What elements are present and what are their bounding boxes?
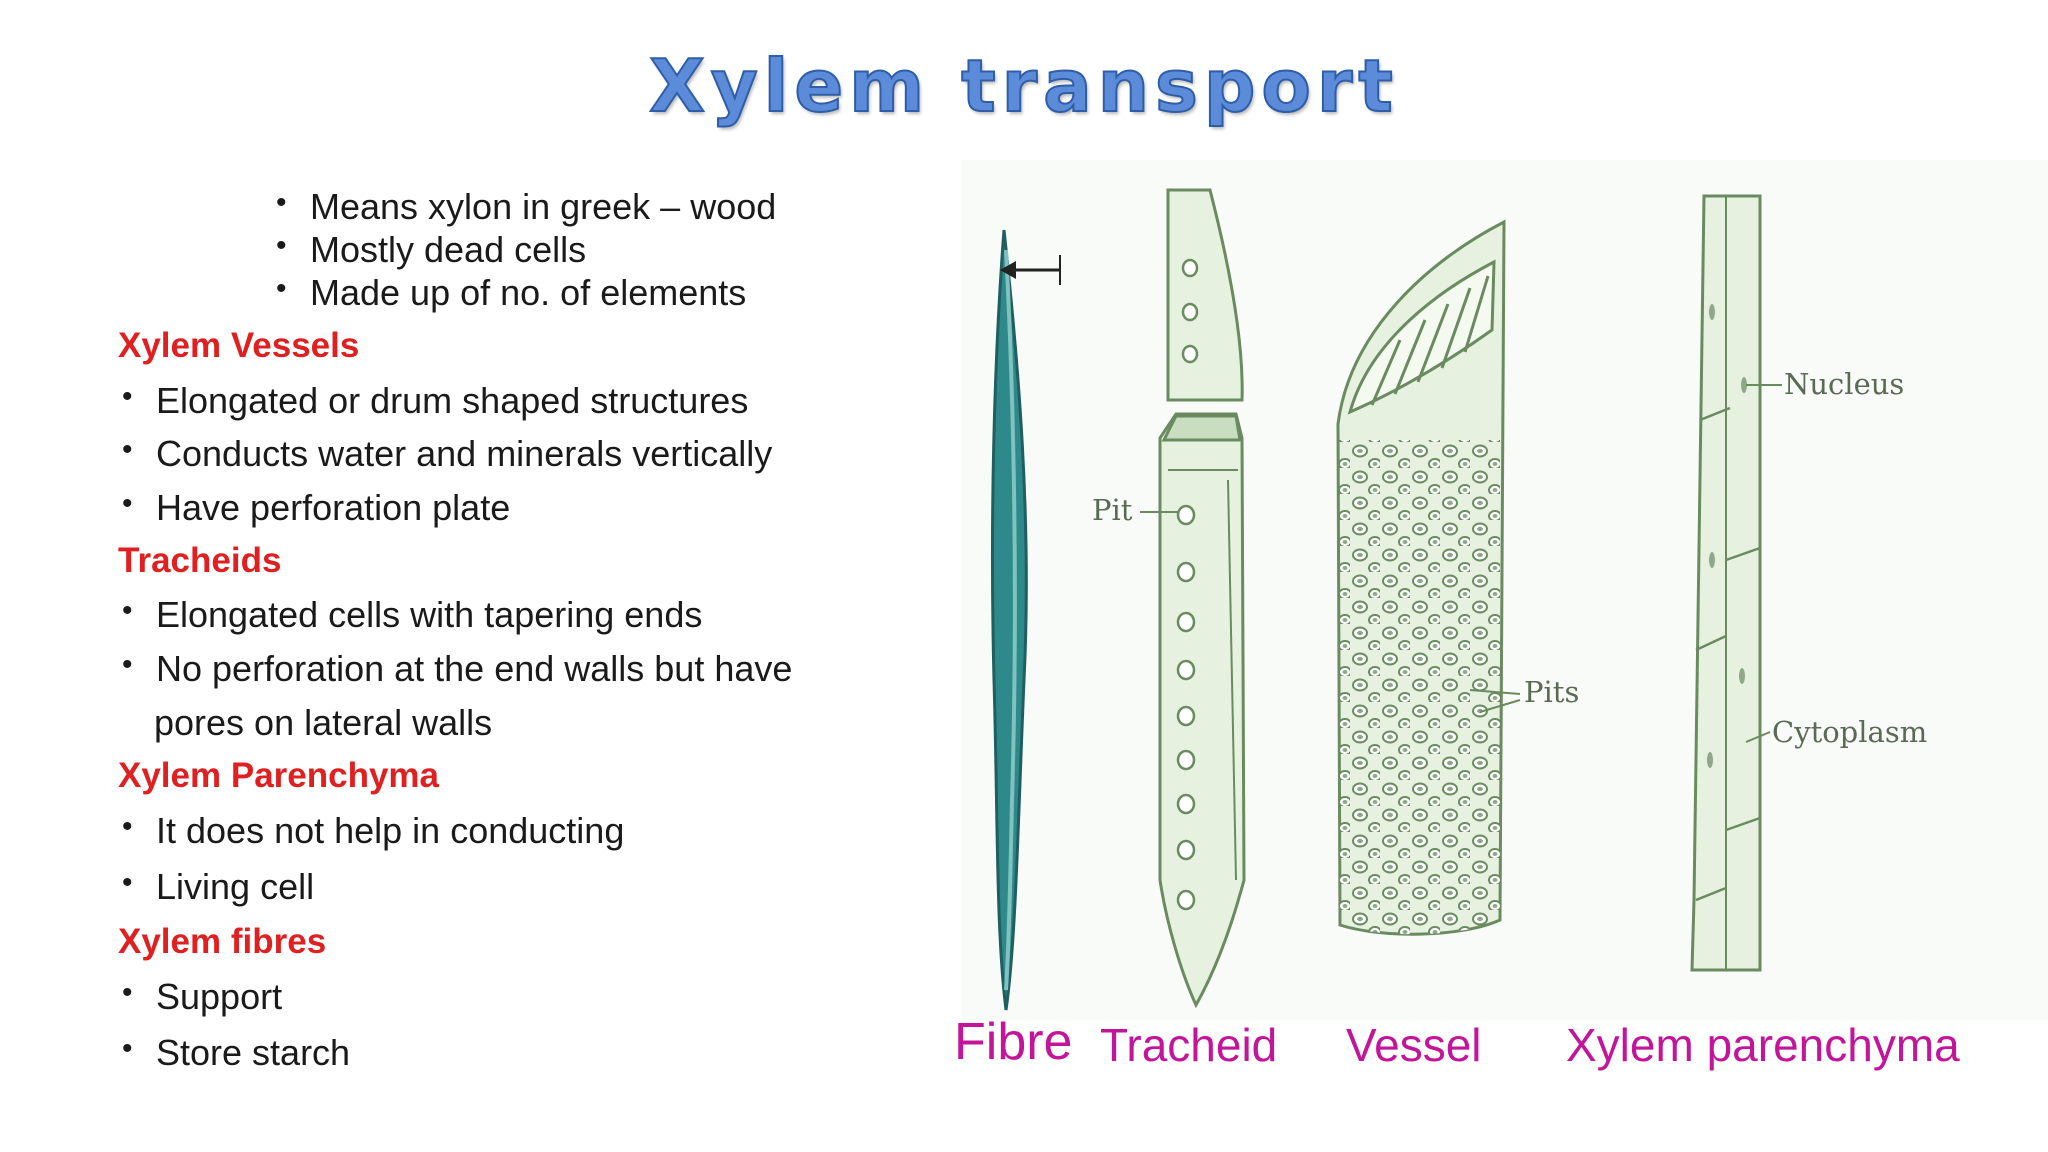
section-bullet: •Living cell [122,866,315,907]
bullet-dot: • [122,1032,133,1065]
section-heading: Xylem Parenchyma [118,756,440,795]
bullet-dot: • [122,380,133,413]
text-panel: •Means xylon in greek – wood •Mostly dea… [0,0,980,1152]
arrow-head-icon [1000,261,1016,279]
bullet-dot: • [122,866,133,899]
section-bullet: •It does not help in conducting [122,810,625,851]
bullet-dot: • [122,487,133,520]
section-heading: Xylem Vessels [118,326,360,365]
section-bullet: •Elongated or drum shaped structures [122,380,749,421]
pits-label: Pits [1524,675,1579,709]
section-bullet: •Support [122,976,283,1017]
parenchyma-cells: Nucleus Cytoplasm [1690,194,1927,972]
section-heading: Xylem fibres [118,922,327,961]
tracheid-cell: Pit [1092,188,1246,1009]
bullet-dot: • [276,229,287,262]
bullet-dot: • [122,976,133,1009]
section-heading: Tracheids [118,541,282,580]
caption-vessel: Vessel [1346,1019,1482,1071]
bullet-dot: • [276,186,287,219]
bullet-dot: • [122,594,133,627]
bullet-dot: • [122,810,133,843]
bullet-continuation: pores on lateral walls [154,702,493,743]
intro-bullet: •Made up of no. of elements [276,272,747,313]
caption-tracheid: Tracheid [1100,1019,1278,1071]
intro-bullet: •Means xylon in greek – wood [276,186,777,227]
bullet-dot: • [122,648,133,681]
section-bullet: •Elongated cells with tapering ends [122,594,703,635]
cytoplasm-label: Cytoplasm [1772,715,1927,749]
intro-bullet: •Mostly dead cells [276,229,587,270]
caption-xylem-parenchyma: Xylem parenchyma [1566,1019,1960,1071]
section-bullet: •Have perforation plate [122,487,511,528]
page-title: Xylem transport [648,43,1399,129]
pits-leader-line [1469,689,1521,695]
cytoplasm-leader-line [1745,731,1771,743]
vessel-cell: Pits [1336,219,1579,936]
section-bullet: •Store starch [122,1032,351,1073]
bullet-dot: • [122,433,133,466]
section-bullet: •Conducts water and minerals vertically [122,433,773,474]
bullet-dot: • [276,272,287,305]
pit-label: Pit [1092,493,1133,527]
fibre-cell [990,229,1061,1011]
section-bullet: •No perforation at the end walls but hav… [122,648,793,689]
nucleus-label: Nucleus [1784,367,1904,401]
caption-fibre: Fibre [954,1013,1073,1071]
